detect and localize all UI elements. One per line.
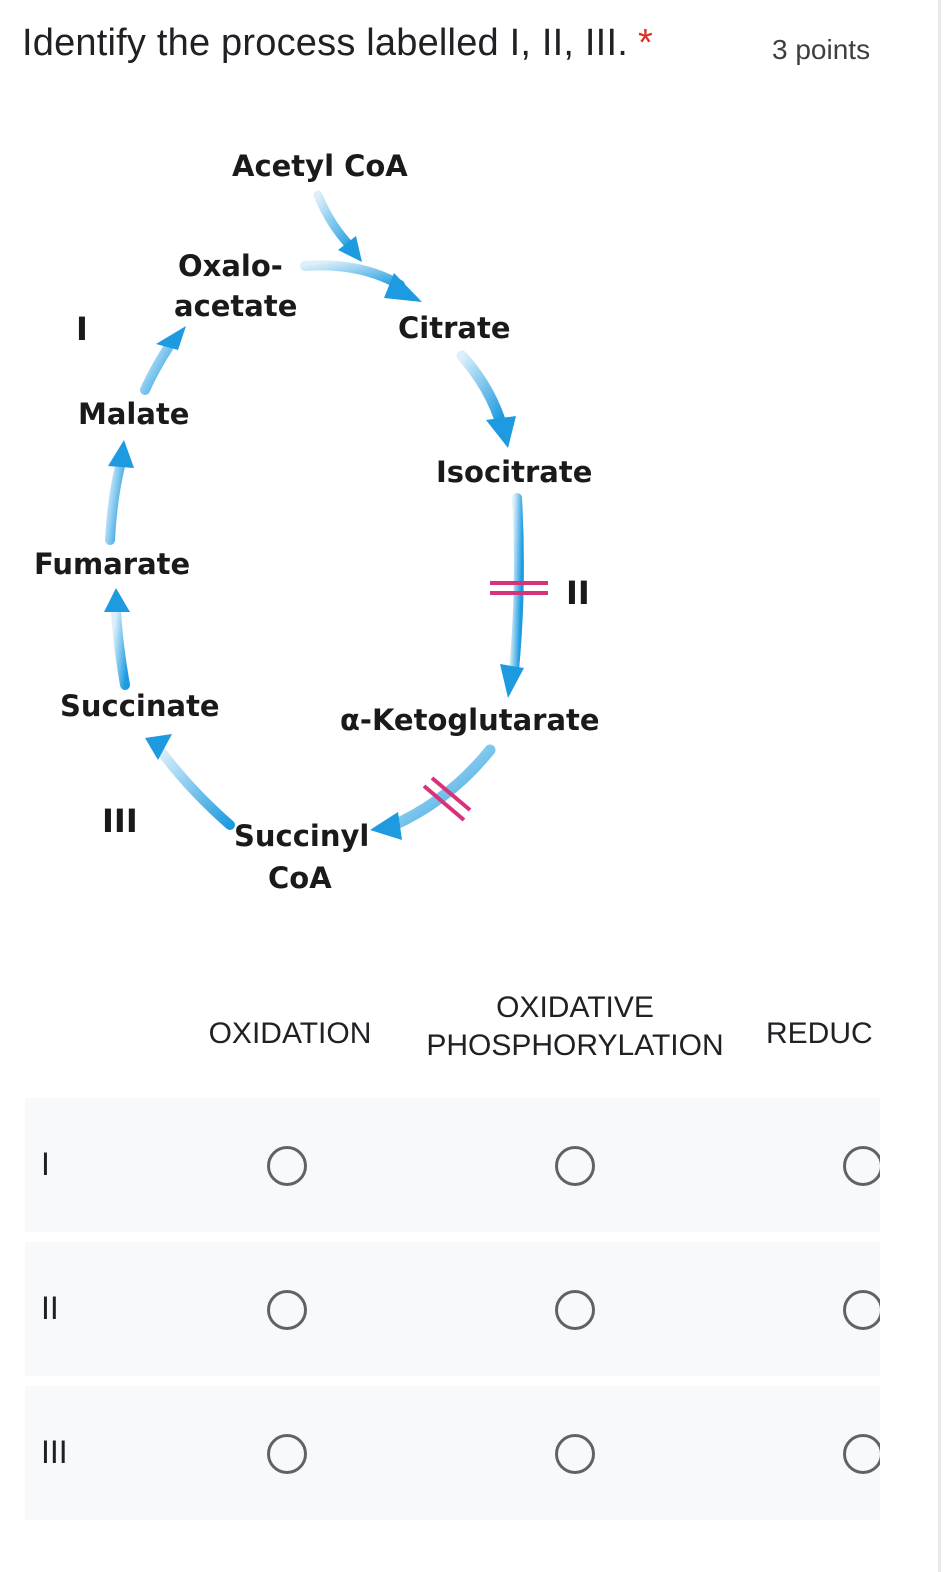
krebs-cycle-diagram: Acetyl CoA Oxalo- acetate Citrate Isocit… [34,149,600,895]
radio-row3-reduction[interactable] [843,1434,880,1474]
arrowhead-acetylcoa [338,236,362,262]
arrowhead-ketoglutarate [500,664,524,698]
inhibitor-mark-3b [430,776,472,812]
inhibitor-mark-3a [422,784,466,822]
label-alpha-ketoglutarate: α-Ketoglutarate [340,703,600,737]
row-label-3: III [41,1434,68,1470]
column-header-oxidative-line2: PHOSPHORYLATION [426,1029,724,1062]
column-header-oxidative-line1: OXIDATIVE [496,991,654,1024]
label-coa: CoA [268,861,332,895]
label-oxalo: Oxalo- [178,249,283,283]
radio-row3-oxidative-phosphorylation[interactable] [555,1434,595,1474]
label-roman-2: II [566,574,590,612]
radio-row2-oxidative-phosphorylation[interactable] [555,1290,595,1330]
row-label-2: II [41,1290,59,1326]
arrow-acetylcoa [313,190,357,253]
radio-row2-oxidation[interactable] [267,1290,307,1330]
choice-grid: I II III [0,980,880,1560]
required-asterisk: * [637,22,653,64]
label-roman-3: III [102,802,138,840]
arrowhead-succinate [145,734,172,760]
label-roman-1: I [76,310,88,348]
radio-row2-reduction[interactable] [843,1290,880,1330]
arrowhead-citrate [384,273,422,302]
column-header-reduction: REDUC [766,1017,873,1050]
radio-row1-oxidation[interactable] [267,1146,307,1186]
arrowhead-fumarate [104,588,130,612]
arrow-oxaloacetate-citrate [300,260,405,290]
label-citrate: Citrate [398,311,511,345]
arrow-succinylcoa-succinate [155,745,235,830]
arrow-ketoglutarate-succinylcoa [386,744,496,832]
arrowhead-isocitrate [486,416,516,448]
label-fumarate: Fumarate [34,547,190,581]
arrow-fumarate-malate [105,461,125,545]
arrow-citrate-isocitrate [456,350,506,426]
column-header-oxidative-phosphorylation: OXIDATIVE PHOSPHORYLATION [395,989,755,1065]
label-isocitrate: Isocitrate [436,455,592,489]
row-label-1: I [41,1146,50,1182]
arrowhead-oxaloacetate [156,326,186,350]
arrow-succinate-fumarate [111,607,130,690]
radio-row1-oxidative-phosphorylation[interactable] [555,1146,595,1186]
label-acetate: acetate [174,289,297,323]
column-header-oxidation: OXIDATION [208,1017,372,1050]
grid-row-3: III [25,1386,880,1520]
question-title-text: Identify the process labelled I, II, III… [22,22,628,64]
page-edge-divider [938,0,941,1572]
radio-row3-oxidation[interactable] [267,1434,307,1474]
grid-row-1: I [25,1098,880,1232]
label-acetyl-coa: Acetyl CoA [232,149,408,183]
radio-row1-reduction[interactable] [843,1146,880,1186]
grid-row-2: II [25,1242,880,1376]
arrowhead-succinylcoa [370,812,402,840]
label-succinyl: Succinyl [234,819,369,853]
question-title: Identify the process labelled I, II, III… [22,22,653,65]
arrow-malate-oxaloacetate [140,343,173,395]
label-succinate: Succinate [60,689,220,723]
arrowhead-malate [108,440,134,468]
label-malate: Malate [78,397,189,431]
question-points: 3 points [772,34,871,65]
